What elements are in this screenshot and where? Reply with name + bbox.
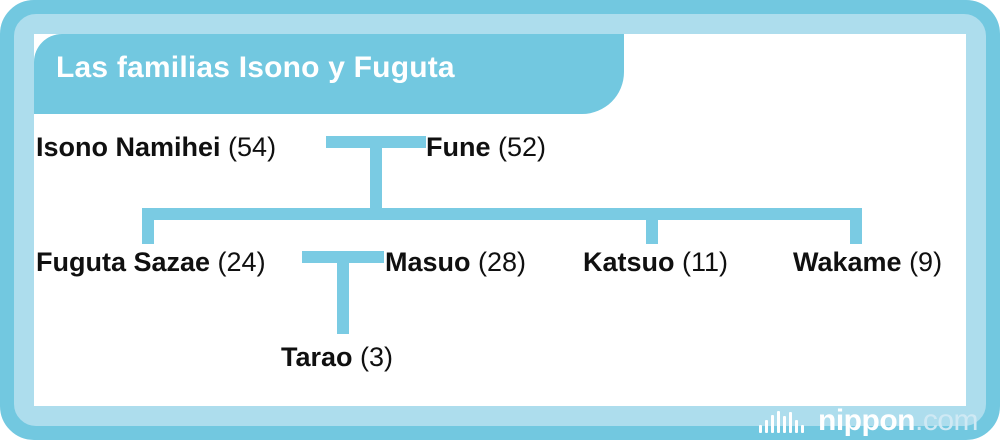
descent-line-generation-2 bbox=[337, 251, 349, 334]
page-title: Las familias Isono y Fuguta bbox=[56, 51, 455, 84]
person-age: (3) bbox=[360, 342, 394, 372]
nippon-com-logo[interactable]: nippon .com bbox=[759, 402, 979, 437]
person-age: (54) bbox=[228, 132, 277, 162]
person-name: Isono Namihei bbox=[36, 132, 229, 162]
sibling-stub-katsuo bbox=[646, 208, 658, 244]
person-name: Fuguta Sazae bbox=[36, 247, 218, 277]
person-name: Wakame bbox=[793, 247, 910, 277]
header-tab: Las familias Isono y Fuguta bbox=[34, 34, 624, 114]
sibling-stub-sazae bbox=[142, 208, 154, 244]
person-fune: Fune (52) bbox=[426, 134, 546, 161]
person-katsuo: Katsuo (11) bbox=[583, 249, 728, 276]
sibling-stub-wakame bbox=[850, 208, 862, 244]
person-tarao: Tarao (3) bbox=[281, 344, 393, 371]
waveform-icon bbox=[759, 411, 807, 433]
person-name: Tarao bbox=[281, 342, 361, 372]
person-age: (52) bbox=[498, 132, 547, 162]
person-name: Fune bbox=[426, 132, 498, 162]
person-age: (11) bbox=[682, 247, 729, 277]
person-masuo: Masuo (28) bbox=[385, 249, 526, 276]
person-age: (28) bbox=[478, 247, 527, 277]
person-isono-namihei: Isono Namihei (54) bbox=[36, 134, 276, 161]
person-age: (24) bbox=[217, 247, 266, 277]
person-wakame: Wakame (9) bbox=[793, 249, 942, 276]
chart-canvas: Las familias Isono y Fuguta Isono Namihe… bbox=[34, 34, 966, 406]
sibling-bar-generation-2 bbox=[142, 208, 862, 220]
logo-tld: .com bbox=[914, 404, 979, 437]
logo-wordmark: nippon bbox=[818, 404, 915, 437]
descent-line-generation-1 bbox=[370, 136, 382, 208]
person-name: Katsuo bbox=[583, 247, 683, 277]
person-fuguta-sazae: Fuguta Sazae (24) bbox=[36, 249, 266, 276]
person-name: Masuo bbox=[385, 247, 479, 277]
person-age: (9) bbox=[909, 247, 943, 277]
